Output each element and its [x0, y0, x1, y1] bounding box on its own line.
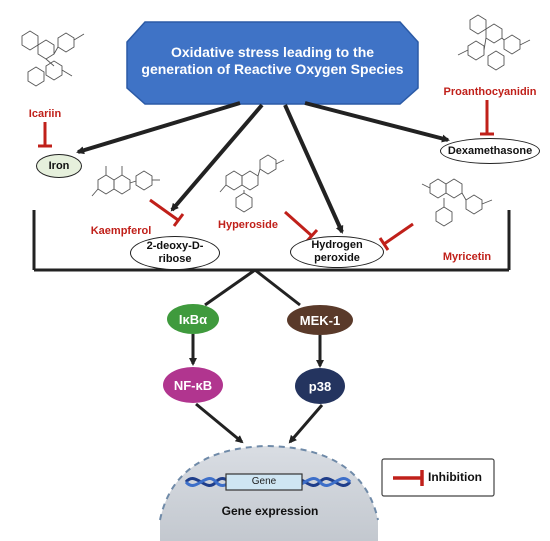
node-ikba: IκBα	[167, 304, 219, 334]
arrow-nfkb-nucleus	[195, 402, 244, 444]
deoxyribose-line-1: 2-deoxy-D-	[146, 240, 204, 253]
gene-box	[225, 473, 303, 491]
gene-expression-caption: Gene expression	[221, 504, 319, 518]
legend-box	[381, 458, 495, 497]
nucleus	[160, 446, 378, 541]
arrow-to-deoxyribose	[170, 103, 264, 212]
deoxyribose-line-2: ribose	[158, 253, 192, 265]
arrow-to-hydrogen-peroxide	[283, 104, 344, 234]
label-kaempferol: Kaempferol	[90, 225, 152, 237]
node-p38: p38	[295, 368, 345, 404]
node-iron: Iron	[36, 154, 82, 178]
label-hyperoside: Hyperoside	[218, 219, 278, 231]
proanthocyanidin-structure-icon	[457, 14, 531, 71]
legend-inhibition-label: Inhibition	[428, 470, 482, 484]
hydrogen-line-1: Hydrogen	[311, 239, 363, 252]
label-proanthocyanidin: Proanthocyanidin	[443, 86, 537, 98]
label-icariin: Icariin	[28, 108, 62, 120]
icariin-structure-icon	[21, 30, 85, 87]
gene-label: Gene	[251, 476, 277, 487]
node-nfkb: NF-κB	[163, 367, 223, 403]
hyperoside-structure-icon	[219, 154, 285, 213]
arrow-to-dexamethasone	[304, 101, 450, 143]
inhibit-hyperoside-hydrogen	[284, 210, 313, 238]
node-hydrogen-peroxide: Hydrogen peroxide	[290, 236, 384, 268]
inhibit-myricetin-hydrogen	[383, 222, 414, 246]
node-mek1: MEK-1	[287, 305, 353, 335]
kaempferol-structure-icon	[91, 166, 160, 197]
node-deoxyribose: 2-deoxy-D- ribose	[130, 236, 220, 270]
page-title: Oxidative stress leading to the generati…	[141, 44, 404, 77]
node-dexamethasone: Dexamethasone	[440, 138, 540, 164]
arrow-p38-nucleus	[288, 404, 324, 444]
inhibit-kaempferol-deoxyribose	[149, 198, 179, 222]
title-hexagon	[126, 21, 419, 105]
hydrogen-line-2: peroxide	[314, 252, 360, 264]
label-myricetin: Myricetin	[442, 251, 492, 263]
link-to-mek1	[254, 268, 301, 307]
myricetin-structure-icon	[421, 178, 493, 227]
arrow-to-iron	[76, 101, 241, 155]
link-to-ikba	[204, 268, 256, 307]
